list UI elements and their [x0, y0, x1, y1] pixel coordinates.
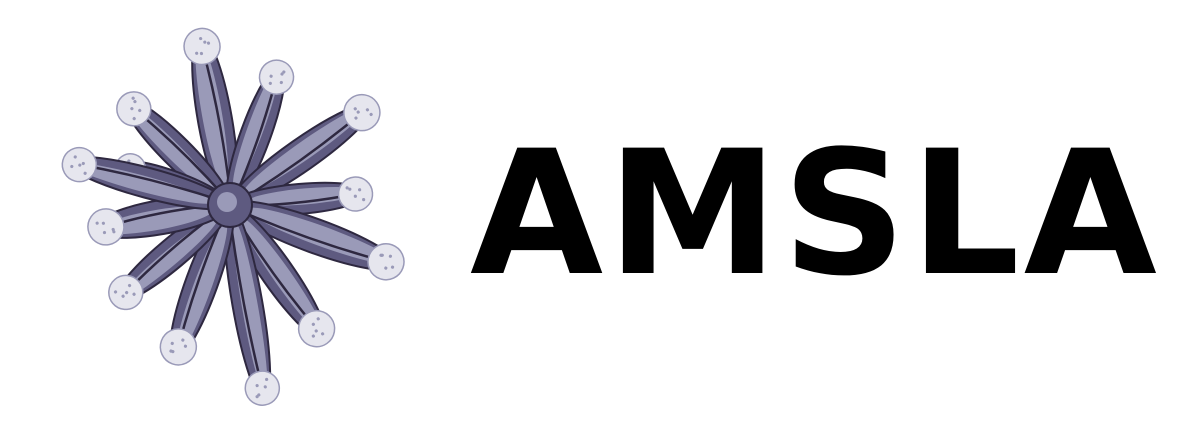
petal — [225, 59, 295, 207]
petal — [228, 93, 381, 208]
petal — [227, 203, 336, 348]
petal — [61, 146, 232, 211]
petal — [183, 27, 239, 207]
petal — [228, 200, 405, 281]
petal — [108, 202, 232, 311]
wordmark: AMSLA — [470, 113, 1161, 314]
petal — [223, 203, 281, 406]
flower-emblem-icon — [61, 27, 405, 406]
